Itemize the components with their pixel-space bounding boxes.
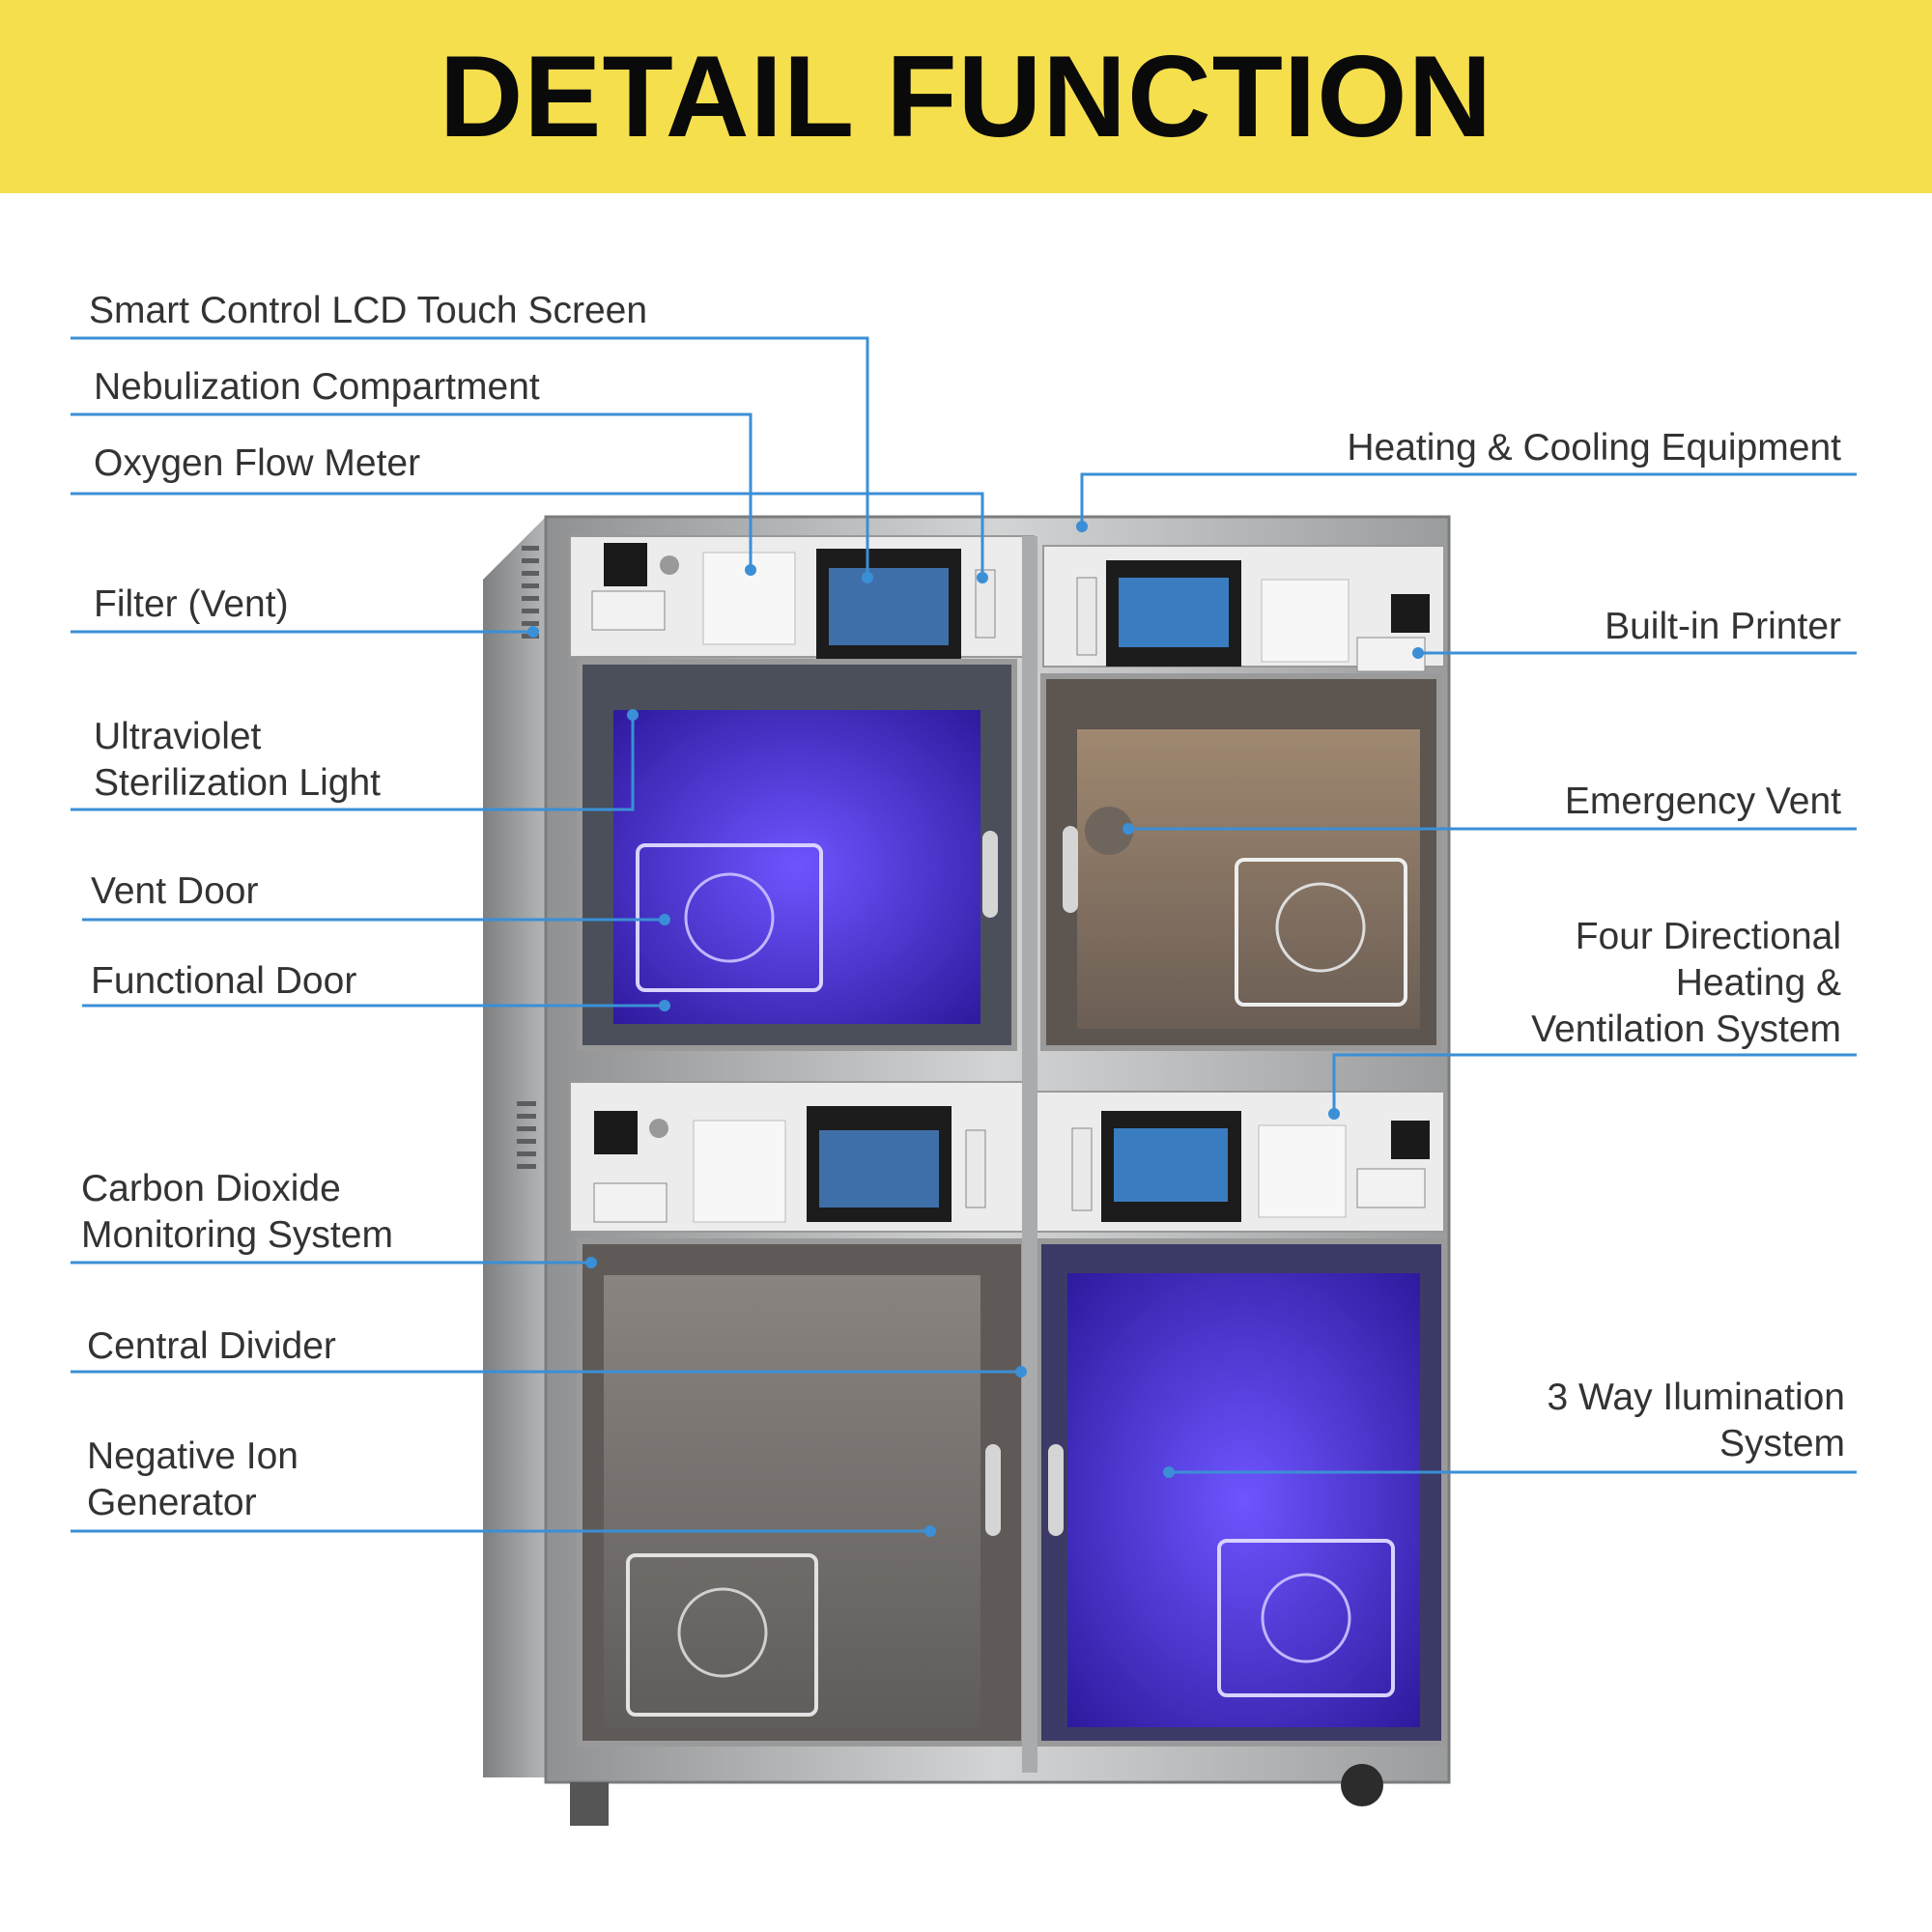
label-emergency-vent: Emergency Vent [1564,781,1841,822]
label-nebulization: Nebulization Compartment [94,366,540,408]
label-smart-control-lcd: Smart Control LCD Touch Screen [89,290,648,331]
leader-smart-control-lcd [71,336,869,578]
lower-left-compartment [577,1238,1027,1747]
leader-lines [71,336,1857,1533]
page-title: DETAIL FUNCTION [439,32,1493,161]
leader-nebulization [71,412,753,570]
bottom-left-control-panel [569,1081,1025,1233]
label-functional-door: Functional Door [91,960,357,1002]
title-banner: DETAIL FUNCTION [0,0,1932,193]
label-filter-vent: Filter (Vent) [94,583,289,625]
label-heating-cooling: Heating & Cooling Equipment [1347,427,1841,469]
leader-dots [527,521,1424,1537]
label-negative-ion: Negative Ion Generator [87,1435,298,1523]
label-central-divider: Central Divider [87,1325,336,1367]
label-vent-door: Vent Door [91,870,259,912]
label-co2-monitoring: Carbon Dioxide Monitoring System [81,1168,393,1256]
top-left-control-panel [569,535,1035,660]
leader-uv-light [71,715,635,811]
upper-left-compartment [577,659,1017,1051]
foot-left [570,1782,609,1826]
upper-right-compartment [1040,673,1442,1051]
leader-oxygen-flow-meter [71,492,984,578]
bottom-right-control-panel [1033,1091,1445,1233]
label-three-way-illumination: 3 Way Ilumination System [1547,1377,1845,1464]
label-four-directional: Four Directional Heating & Ventilation S… [1531,916,1841,1050]
cabinet-side [483,517,546,1777]
top-right-control-panel [1042,545,1445,672]
label-uv-light: Ultraviolet Sterilization Light [94,716,381,804]
lower-right-compartment [1036,1238,1447,1747]
label-built-in-printer: Built-in Printer [1605,606,1841,647]
wheel-right [1341,1764,1383,1806]
leader-four-directional [1332,1053,1857,1114]
leader-heating-cooling [1080,472,1857,526]
label-oxygen-flow-meter: Oxygen Flow Meter [94,442,421,484]
central-divider-bar [1022,536,1037,1773]
